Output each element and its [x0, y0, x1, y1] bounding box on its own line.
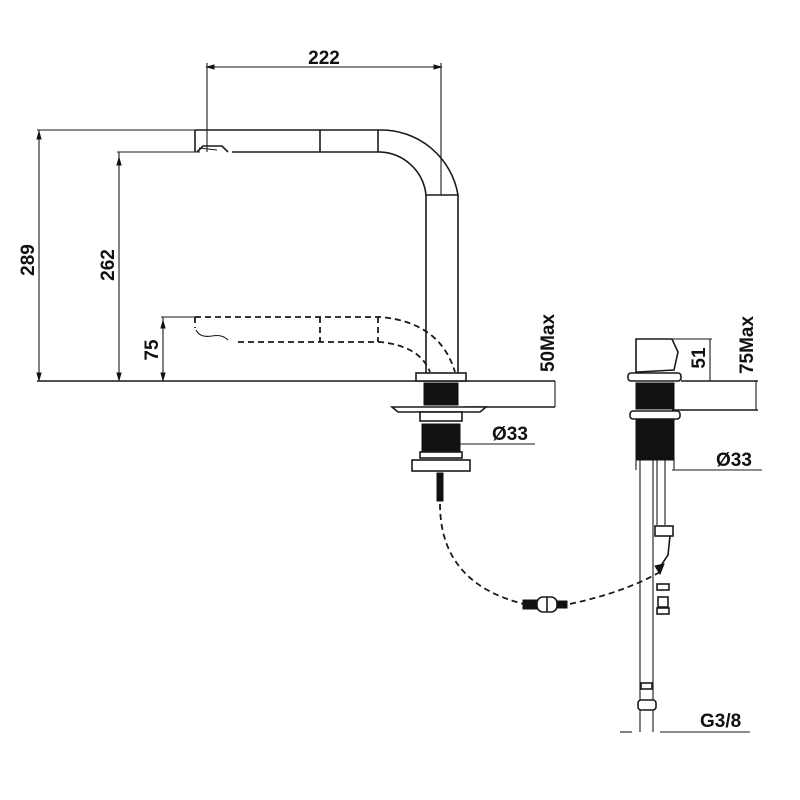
dimension-outlet-height: 262	[98, 151, 200, 382]
label-deck-thickness-front: 50Max	[538, 314, 559, 373]
spout-body	[194, 129, 459, 373]
supply-pipes	[637, 460, 674, 732]
dimension-shank-diameter-side: Ø33	[672, 450, 762, 471]
front-view: 222	[18, 48, 661, 613]
dimension-pulled-height: 75	[142, 316, 195, 382]
lever-handle	[627, 338, 682, 382]
dimension-spout-reach: 222	[205, 48, 443, 195]
label-outlet-height: 262	[98, 249, 119, 281]
side-shank	[629, 382, 681, 470]
label-shank-diameter-side: Ø33	[716, 450, 752, 471]
label-spout-reach: 222	[308, 48, 340, 69]
dimension-shank-diameter-front: Ø33	[460, 424, 535, 445]
dimension-overall-height: 289	[18, 129, 195, 382]
pulled-out-spout	[194, 316, 456, 373]
label-shank-diameter-front: Ø33	[492, 424, 528, 445]
side-view: 51 75Max Ø33	[620, 316, 762, 733]
label-deck-thickness-side: 75Max	[737, 316, 758, 375]
shank-assembly	[389, 372, 489, 502]
label-pulled-height: 75	[142, 339, 163, 361]
label-thread: G3/8	[700, 711, 741, 732]
dimension-deck-thickness-side: 75Max	[737, 316, 758, 410]
label-overall-height: 289	[18, 244, 39, 276]
pull-out-hose	[439, 503, 661, 613]
dimension-thread-side: G3/8	[620, 711, 750, 733]
dimension-lever-height: 51	[672, 338, 712, 381]
label-lever-height: 51	[689, 347, 710, 369]
dimension-deck-thickness-front: 50Max	[538, 314, 559, 407]
